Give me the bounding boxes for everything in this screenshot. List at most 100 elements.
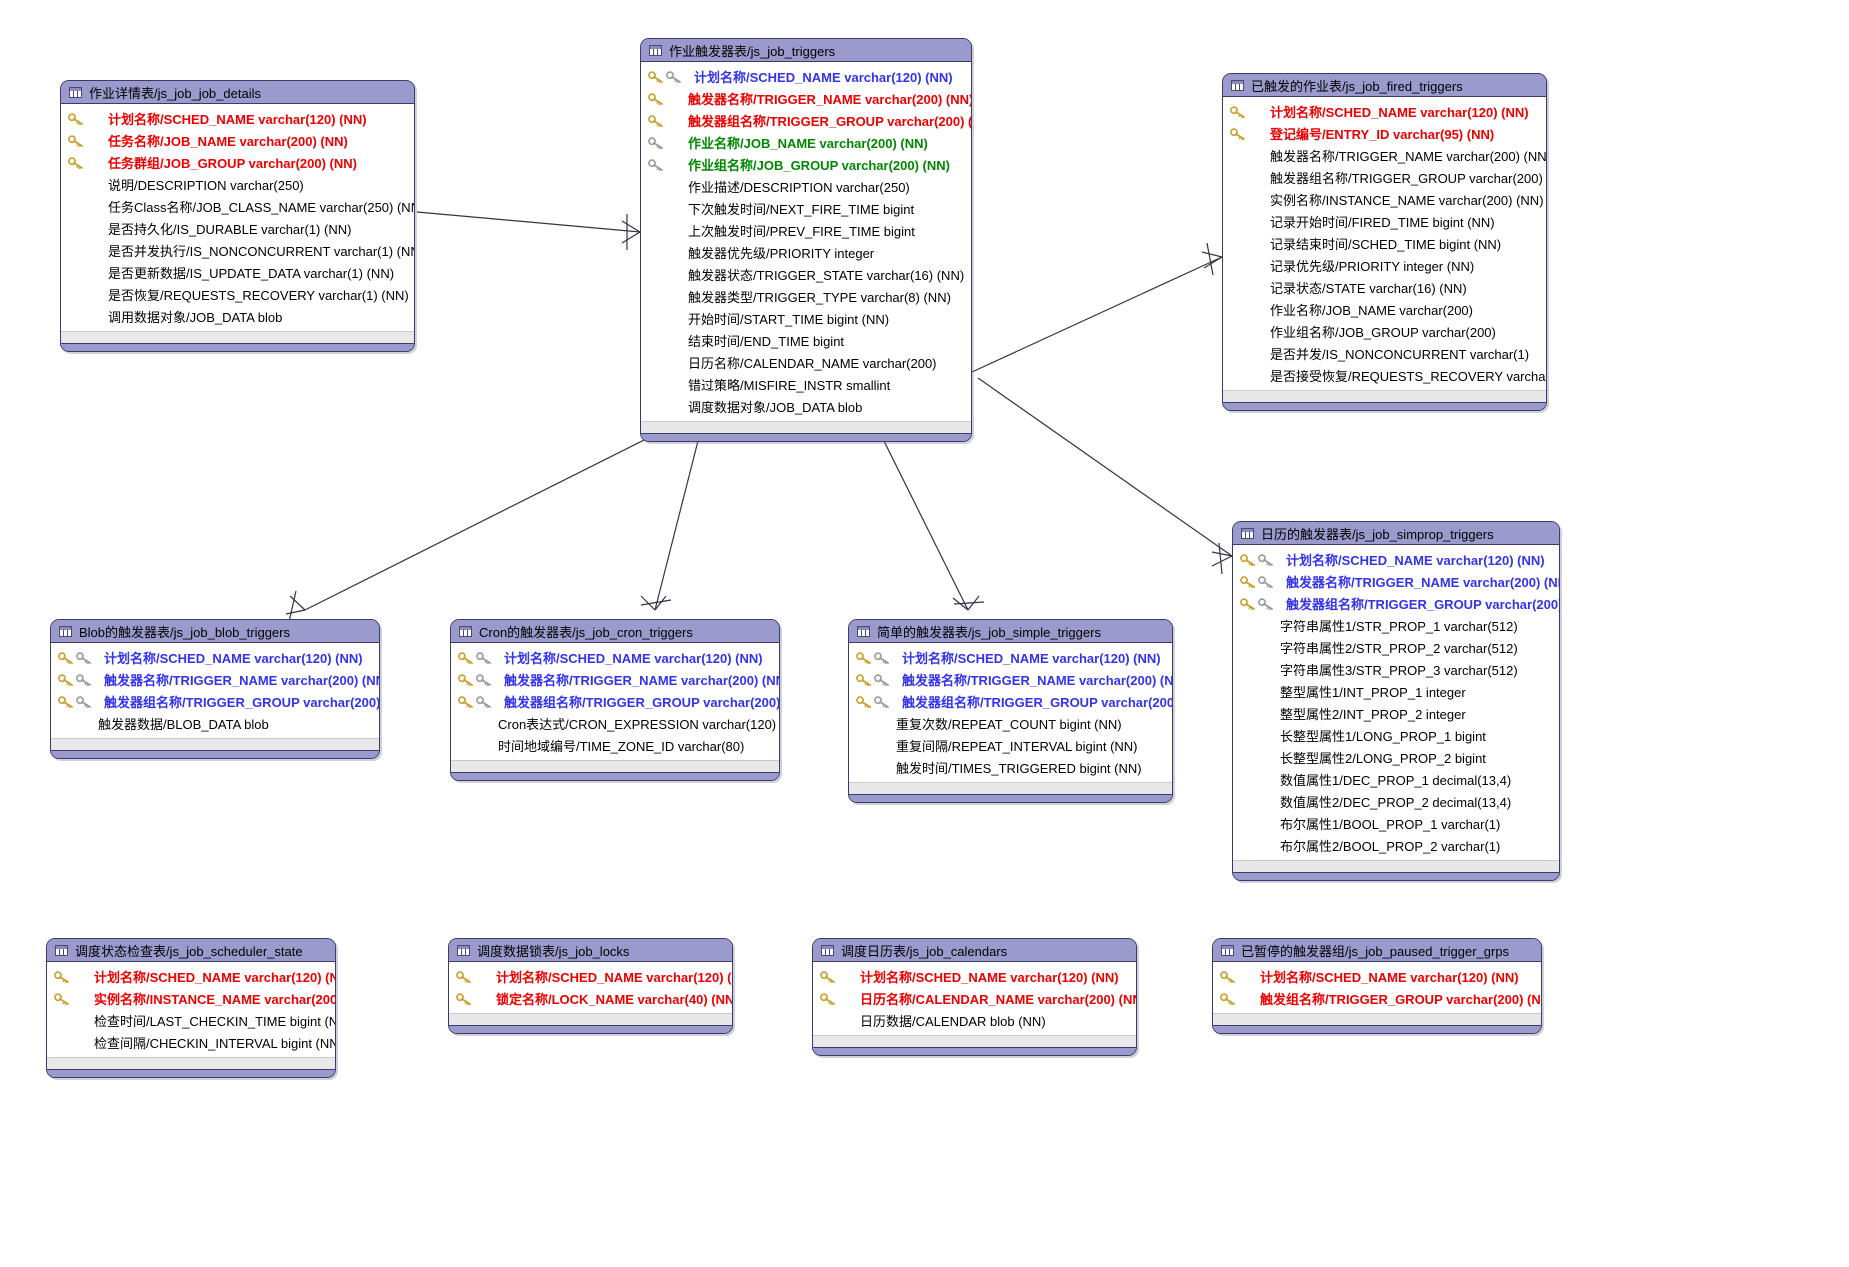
attribute-row[interactable]: 触发器组名称/TRIGGER_GROUP varchar(200) (NN) (451, 691, 779, 713)
attribute-row[interactable]: 作业组名称/JOB_GROUP varchar(200) (NN) (641, 154, 971, 176)
attribute-row[interactable]: 重复次数/REPEAT_COUNT bigint (NN) (849, 713, 1172, 735)
attribute-row[interactable]: 日历数据/CALENDAR blob (NN) (813, 1010, 1136, 1032)
entity-simple_triggers[interactable]: 简单的触发器表/js_job_simple_triggers 计划名称/SCHED… (848, 619, 1173, 803)
attribute-row[interactable]: 下次触发时间/NEXT_FIRE_TIME bigint (641, 198, 971, 220)
attribute-row[interactable]: 布尔属性2/BOOL_PROP_2 varchar(1) (1233, 835, 1559, 857)
attribute-row[interactable]: 作业描述/DESCRIPTION varchar(250) (641, 176, 971, 198)
attribute-row[interactable]: 作业名称/JOB_NAME varchar(200) (NN) (641, 132, 971, 154)
attribute-row[interactable]: 开始时间/START_TIME bigint (NN) (641, 308, 971, 330)
attribute-row[interactable]: 日历名称/CALENDAR_NAME varchar(200) (NN) (813, 988, 1136, 1010)
attribute-row[interactable]: 触发器名称/TRIGGER_NAME varchar(200) (NN) (1233, 571, 1559, 593)
attribute-row[interactable]: 日历名称/CALENDAR_NAME varchar(200) (641, 352, 971, 374)
attribute-row[interactable]: 检查时间/LAST_CHECKIN_TIME bigint (NN) (47, 1010, 335, 1032)
attribute-row[interactable]: 实例名称/INSTANCE_NAME varchar(200) (NN) (47, 988, 335, 1010)
attribute-row[interactable]: 计划名称/SCHED_NAME varchar(120) (NN) (449, 966, 732, 988)
entity-header-paused_trigger_grps[interactable]: 已暂停的触发器组/js_job_paused_trigger_grps (1213, 939, 1541, 962)
entity-header-simple_triggers[interactable]: 简单的触发器表/js_job_simple_triggers (849, 620, 1172, 643)
attribute-row[interactable]: 触发器组名称/TRIGGER_GROUP varchar(200) (NN) (849, 691, 1172, 713)
attribute-row[interactable]: 计划名称/SCHED_NAME varchar(120) (NN) (51, 647, 379, 669)
attribute-row[interactable]: 计划名称/SCHED_NAME varchar(120) (NN) (1213, 966, 1541, 988)
attribute-row[interactable]: 触发器类型/TRIGGER_TYPE varchar(8) (NN) (641, 286, 971, 308)
entity-job_details[interactable]: 作业详情表/js_job_job_details 计划名称/SCHED_NAME … (60, 80, 415, 352)
attribute-row[interactable]: 触发时间/TIMES_TRIGGERED bigint (NN) (849, 757, 1172, 779)
attribute-row[interactable]: 作业组名称/JOB_GROUP varchar(200) (1223, 321, 1546, 343)
attribute-row[interactable]: 说明/DESCRIPTION varchar(250) (61, 174, 414, 196)
attribute-row[interactable]: 时间地域编号/TIME_ZONE_ID varchar(80) (451, 735, 779, 757)
attribute-row[interactable]: 触发器名称/TRIGGER_NAME varchar(200) (NN) (51, 669, 379, 691)
attribute-row[interactable]: 触发器名称/TRIGGER_NAME varchar(200) (NN) (641, 88, 971, 110)
entity-cron_triggers[interactable]: Cron的触发器表/js_job_cron_triggers 计划名称/SCHED… (450, 619, 780, 781)
attribute-row[interactable]: 是否接受恢复/REQUESTS_RECOVERY varchar(1) (1223, 365, 1546, 387)
attribute-row[interactable]: 计划名称/SCHED_NAME varchar(120) (NN) (1233, 549, 1559, 571)
attribute-row[interactable]: 调用数据对象/JOB_DATA blob (61, 306, 414, 328)
attribute-row[interactable]: 任务Class名称/JOB_CLASS_NAME varchar(250) (N… (61, 196, 414, 218)
attribute-row[interactable]: 重复间隔/REPEAT_INTERVAL bigint (NN) (849, 735, 1172, 757)
attribute-row[interactable]: 任务群组/JOB_GROUP varchar(200) (NN) (61, 152, 414, 174)
attribute-row[interactable]: 检查间隔/CHECKIN_INTERVAL bigint (NN) (47, 1032, 335, 1054)
attribute-row[interactable]: Cron表达式/CRON_EXPRESSION varchar(120) (NN… (451, 713, 779, 735)
attribute-row[interactable]: 记录优先级/PRIORITY integer (NN) (1223, 255, 1546, 277)
attribute-row[interactable]: 记录开始时间/FIRED_TIME bigint (NN) (1223, 211, 1546, 233)
attribute-row[interactable]: 是否持久化/IS_DURABLE varchar(1) (NN) (61, 218, 414, 240)
attribute-row[interactable]: 布尔属性1/BOOL_PROP_1 varchar(1) (1233, 813, 1559, 835)
entity-header-locks[interactable]: 调度数据锁表/js_job_locks (449, 939, 732, 962)
attribute-row[interactable]: 触发器状态/TRIGGER_STATE varchar(16) (NN) (641, 264, 971, 286)
attribute-row[interactable]: 触发器名称/TRIGGER_NAME varchar(200) (NN) (849, 669, 1172, 691)
attribute-row[interactable]: 计划名称/SCHED_NAME varchar(120) (NN) (47, 966, 335, 988)
attribute-row[interactable]: 数值属性1/DEC_PROP_1 decimal(13,4) (1233, 769, 1559, 791)
attribute-row[interactable]: 触发器名称/TRIGGER_NAME varchar(200) (NN) (1223, 145, 1546, 167)
entity-header-fired_triggers[interactable]: 已触发的作业表/js_job_fired_triggers (1223, 74, 1546, 97)
attribute-row[interactable]: 计划名称/SCHED_NAME varchar(120) (NN) (61, 108, 414, 130)
attribute-row[interactable]: 长整型属性1/LONG_PROP_1 bigint (1233, 725, 1559, 747)
attribute-row[interactable]: 触发组名称/TRIGGER_GROUP varchar(200) (NN) (1213, 988, 1541, 1010)
attribute-row[interactable]: 锁定名称/LOCK_NAME varchar(40) (NN) (449, 988, 732, 1010)
attribute-row[interactable]: 计划名称/SCHED_NAME varchar(120) (NN) (813, 966, 1136, 988)
attribute-row[interactable]: 计划名称/SCHED_NAME varchar(120) (NN) (849, 647, 1172, 669)
entity-locks[interactable]: 调度数据锁表/js_job_locks 计划名称/SCHED_NAME varch… (448, 938, 733, 1034)
attribute-row[interactable]: 错过策略/MISFIRE_INSTR smallint (641, 374, 971, 396)
attribute-row[interactable]: 触发器优先级/PRIORITY integer (641, 242, 971, 264)
attribute-row[interactable]: 字符串属性3/STR_PROP_3 varchar(512) (1233, 659, 1559, 681)
entity-job_triggers[interactable]: 作业触发器表/js_job_triggers 计划名称/SCHED_NAME va… (640, 38, 972, 442)
entity-simprop_triggers[interactable]: 日历的触发器表/js_job_simprop_triggers 计划名称/SCHE… (1232, 521, 1560, 881)
attribute-row[interactable]: 整型属性2/INT_PROP_2 integer (1233, 703, 1559, 725)
attribute-row[interactable]: 字符串属性2/STR_PROP_2 varchar(512) (1233, 637, 1559, 659)
entity-header-scheduler_state[interactable]: 调度状态检查表/js_job_scheduler_state (47, 939, 335, 962)
attribute-row[interactable]: 作业名称/JOB_NAME varchar(200) (1223, 299, 1546, 321)
attribute-row[interactable]: 数值属性2/DEC_PROP_2 decimal(13,4) (1233, 791, 1559, 813)
attribute-row[interactable]: 调度数据对象/JOB_DATA blob (641, 396, 971, 418)
attribute-row[interactable]: 计划名称/SCHED_NAME varchar(120) (NN) (451, 647, 779, 669)
attribute-row[interactable]: 触发器组名称/TRIGGER_GROUP varchar(200) (NN) (1233, 593, 1559, 615)
entity-fired_triggers[interactable]: 已触发的作业表/js_job_fired_triggers 计划名称/SCHED_… (1222, 73, 1547, 411)
attribute-row[interactable]: 是否恢复/REQUESTS_RECOVERY varchar(1) (NN) (61, 284, 414, 306)
attribute-row[interactable]: 记录状态/STATE varchar(16) (NN) (1223, 277, 1546, 299)
attribute-row[interactable]: 触发器组名称/TRIGGER_GROUP varchar(200) (NN) (641, 110, 971, 132)
attribute-row[interactable]: 登记编号/ENTRY_ID varchar(95) (NN) (1223, 123, 1546, 145)
entity-blob_triggers[interactable]: Blob的触发器表/js_job_blob_triggers 计划名称/SCHED… (50, 619, 380, 759)
entity-header-job_triggers[interactable]: 作业触发器表/js_job_triggers (641, 39, 971, 62)
entity-header-simprop_triggers[interactable]: 日历的触发器表/js_job_simprop_triggers (1233, 522, 1559, 545)
attribute-row[interactable]: 触发器名称/TRIGGER_NAME varchar(200) (NN) (451, 669, 779, 691)
attribute-row[interactable]: 是否并发/IS_NONCONCURRENT varchar(1) (1223, 343, 1546, 365)
attribute-row[interactable]: 是否更新数据/IS_UPDATE_DATA varchar(1) (NN) (61, 262, 414, 284)
entity-header-cron_triggers[interactable]: Cron的触发器表/js_job_cron_triggers (451, 620, 779, 643)
attribute-row[interactable]: 整型属性1/INT_PROP_1 integer (1233, 681, 1559, 703)
entity-scheduler_state[interactable]: 调度状态检查表/js_job_scheduler_state 计划名称/SCHED… (46, 938, 336, 1078)
entity-paused_trigger_grps[interactable]: 已暂停的触发器组/js_job_paused_trigger_grps 计划名称/… (1212, 938, 1542, 1034)
entity-calendars[interactable]: 调度日历表/js_job_calendars 计划名称/SCHED_NAME va… (812, 938, 1137, 1056)
attribute-row[interactable]: 长整型属性2/LONG_PROP_2 bigint (1233, 747, 1559, 769)
entity-header-calendars[interactable]: 调度日历表/js_job_calendars (813, 939, 1136, 962)
attribute-row[interactable]: 触发器组名称/TRIGGER_GROUP varchar(200) (NN) (1223, 167, 1546, 189)
attribute-row[interactable]: 记录结束时间/SCHED_TIME bigint (NN) (1223, 233, 1546, 255)
attribute-row[interactable]: 任务名称/JOB_NAME varchar(200) (NN) (61, 130, 414, 152)
attribute-row[interactable]: 字符串属性1/STR_PROP_1 varchar(512) (1233, 615, 1559, 637)
attribute-row[interactable]: 计划名称/SCHED_NAME varchar(120) (NN) (1223, 101, 1546, 123)
attribute-row[interactable]: 结束时间/END_TIME bigint (641, 330, 971, 352)
entity-header-blob_triggers[interactable]: Blob的触发器表/js_job_blob_triggers (51, 620, 379, 643)
attribute-row[interactable]: 是否并发执行/IS_NONCONCURRENT varchar(1) (NN) (61, 240, 414, 262)
attribute-row[interactable]: 上次触发时间/PREV_FIRE_TIME bigint (641, 220, 971, 242)
attribute-row[interactable]: 计划名称/SCHED_NAME varchar(120) (NN) (641, 66, 971, 88)
attribute-row[interactable]: 触发器组名称/TRIGGER_GROUP varchar(200) (NN) (51, 691, 379, 713)
attribute-row[interactable]: 触发器数据/BLOB_DATA blob (51, 713, 379, 735)
entity-header-job_details[interactable]: 作业详情表/js_job_job_details (61, 81, 414, 104)
